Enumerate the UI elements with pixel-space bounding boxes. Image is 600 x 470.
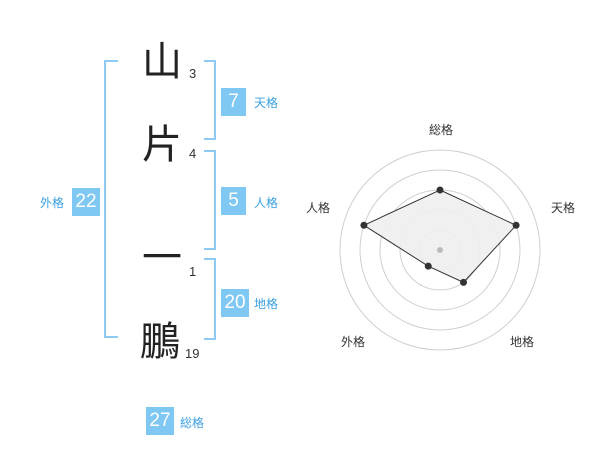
- radar-point-0: [436, 186, 444, 194]
- name-char-2: 片: [142, 122, 182, 168]
- radar-series-polygon: [362, 189, 517, 283]
- gaikaku-bracket: [104, 60, 118, 338]
- gaikaku-label: 外格: [40, 196, 65, 210]
- name-char-1: 山: [142, 39, 182, 85]
- stroke-count-3: 1: [189, 264, 197, 279]
- stroke-count-2: 4: [189, 146, 197, 161]
- radar-point-1: [512, 221, 520, 229]
- radar-ring: [339, 149, 541, 351]
- tenkaku-badge: 7: [221, 88, 246, 116]
- radar-point-4: [360, 221, 368, 229]
- tenkaku-label: 天格: [254, 96, 279, 110]
- radar-point-3: [424, 262, 432, 270]
- radar-axis-label-chikaku: 地格: [510, 335, 535, 349]
- soukaku-label: 総格: [180, 416, 205, 430]
- jinkaku-badge: 5: [221, 187, 246, 215]
- radar-axis-label-soukaku: 総格: [429, 123, 454, 137]
- jinkaku-label: 人格: [254, 196, 279, 210]
- chikaku-bracket: [204, 258, 216, 340]
- stroke-count-4: 19: [185, 346, 200, 361]
- radar-point-2: [460, 278, 468, 286]
- radar-axis-label-tenkaku: 天格: [551, 201, 576, 215]
- tenkaku-bracket: [204, 60, 216, 140]
- radar-axis-label-jinkaku: 人格: [306, 201, 331, 215]
- name-char-4: 鵬: [140, 319, 180, 365]
- stroke-count-1: 3: [189, 66, 197, 81]
- chikaku-label: 地格: [254, 297, 279, 311]
- name-char-3: 一: [142, 235, 182, 281]
- radar-ring: [359, 169, 521, 331]
- radar-center: [437, 247, 443, 253]
- chikaku-badge: 20: [221, 289, 249, 317]
- gaikaku-badge: 22: [72, 188, 100, 216]
- jinkaku-bracket: [204, 150, 216, 250]
- soukaku-badge: 27: [146, 407, 174, 435]
- radar-axis-label-gaikaku: 外格: [341, 335, 366, 349]
